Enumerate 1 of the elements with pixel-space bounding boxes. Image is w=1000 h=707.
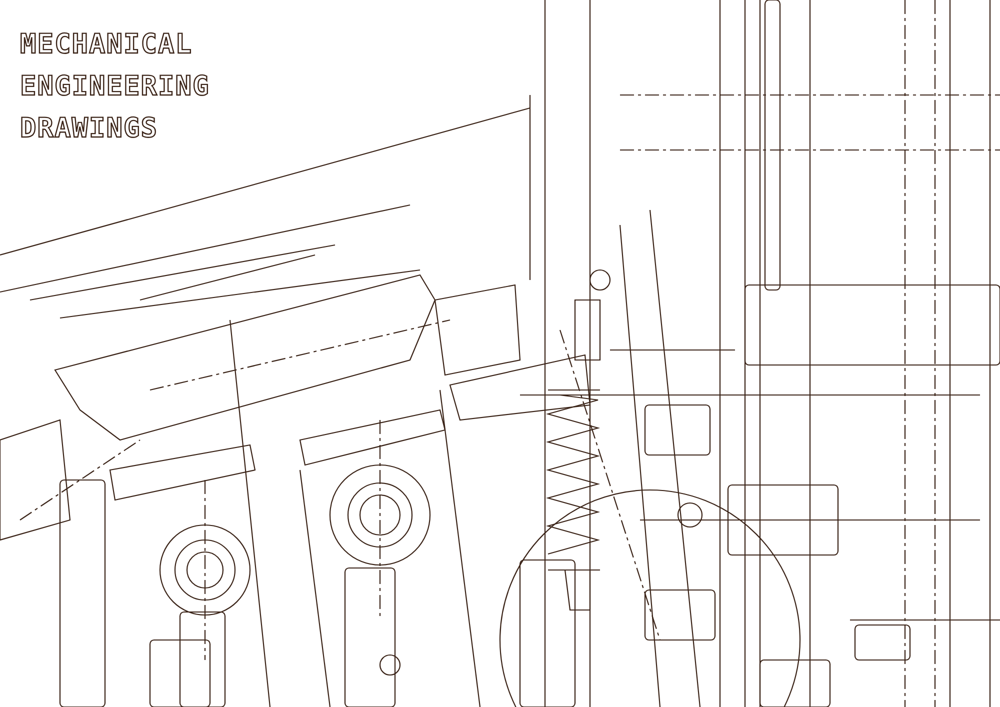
title: MECHANICAL ENGINEERING DRAWINGS xyxy=(20,28,211,146)
